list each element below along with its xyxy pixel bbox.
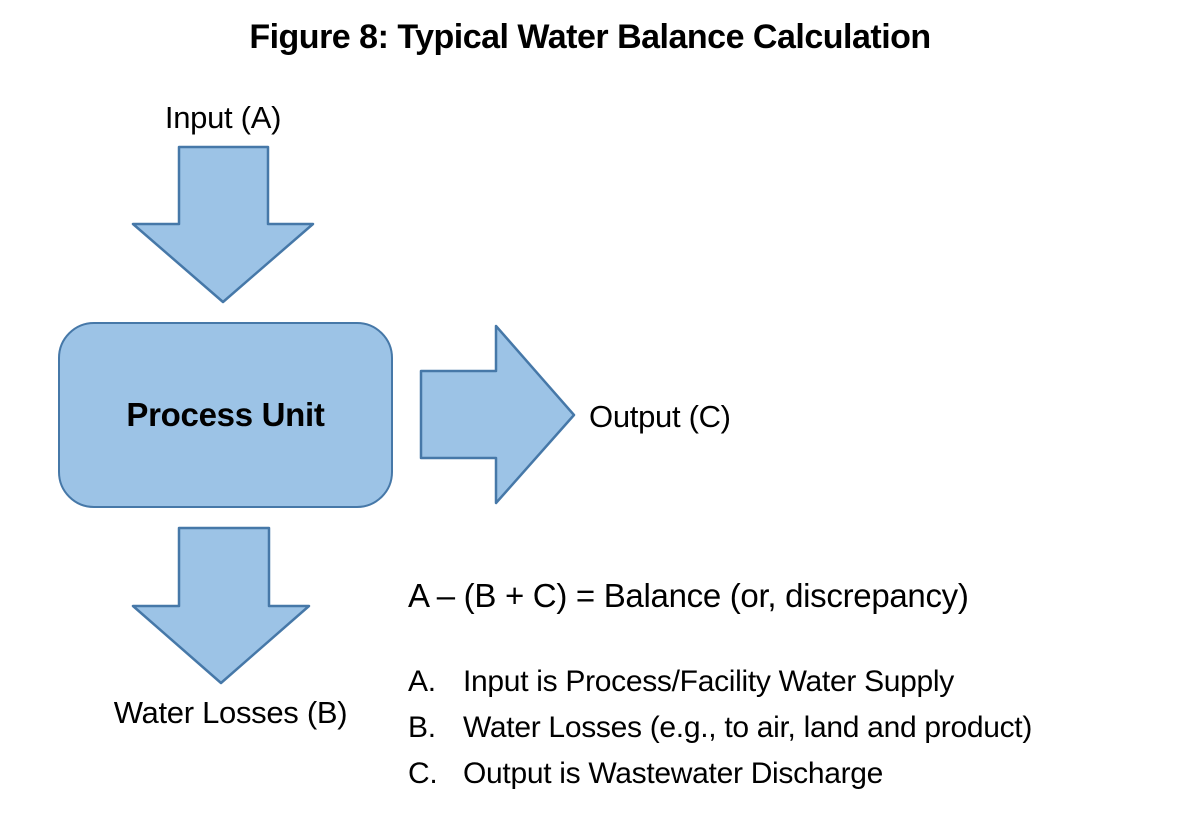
process-unit-box: Process Unit bbox=[58, 322, 393, 508]
right-arrow-output-icon bbox=[419, 324, 576, 505]
legend-item-b: B. Water Losses (e.g., to air, land and … bbox=[408, 705, 1032, 751]
legend-list: A. Input is Process/Facility Water Suppl… bbox=[408, 659, 1032, 797]
figure-title: Figure 8: Typical Water Balance Calculat… bbox=[249, 18, 931, 56]
water-losses-label: Water Losses (B) bbox=[113, 695, 348, 730]
down-arrow-losses-icon bbox=[131, 526, 311, 685]
down-arrow-input-icon bbox=[131, 145, 315, 304]
legend-item-a: A. Input is Process/Facility Water Suppl… bbox=[408, 659, 1032, 705]
legend-item-a-label: A. bbox=[408, 665, 436, 698]
legend-item-b-text: Water Losses (e.g., to air, land and pro… bbox=[463, 711, 1033, 744]
input-label: Input (A) bbox=[164, 100, 282, 135]
legend-item-c: C. Output is Wastewater Discharge bbox=[408, 751, 1032, 797]
balance-formula: A – (B + C) = Balance (or, discrepancy) bbox=[408, 577, 969, 614]
legend-item-c-text: Output is Wastewater Discharge bbox=[463, 757, 884, 790]
legend-item-b-label: B. bbox=[408, 711, 436, 744]
output-label: Output (C) bbox=[589, 399, 731, 434]
legend-item-a-text: Input is Process/Facility Water Supply bbox=[463, 665, 954, 698]
legend-item-c-label: C. bbox=[408, 757, 438, 790]
process-unit-label: Process Unit bbox=[126, 396, 325, 433]
